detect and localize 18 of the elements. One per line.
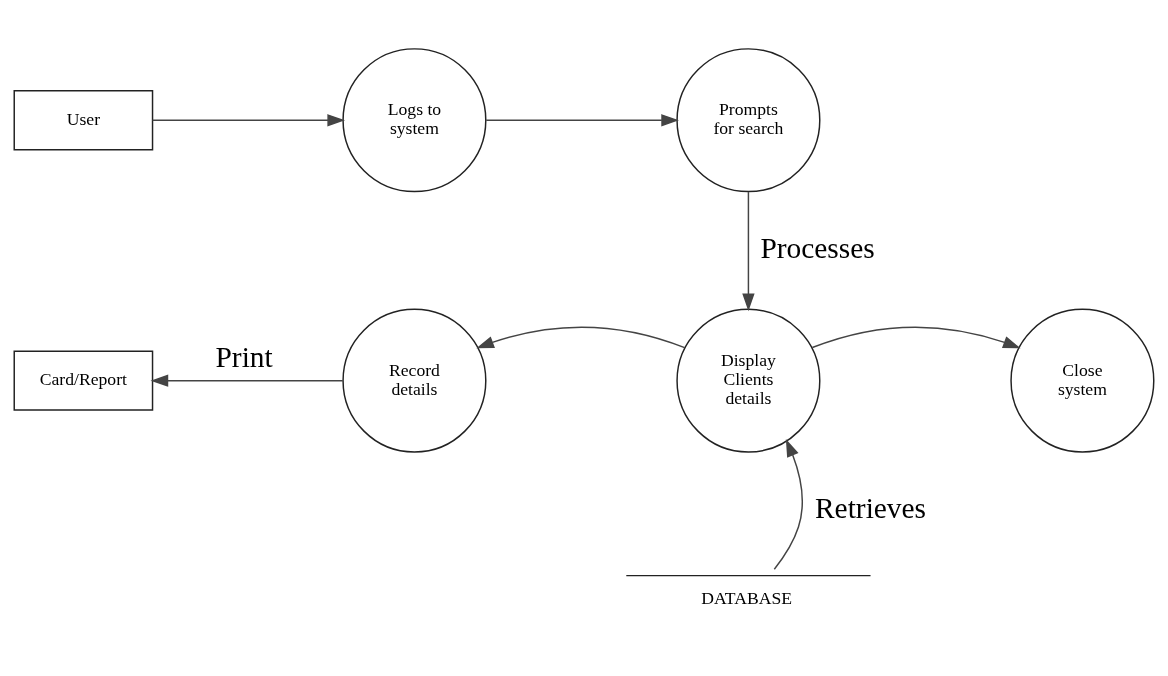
- node-circle: Logs to system: [342, 48, 487, 193]
- arrow: [151, 114, 346, 127]
- node-circle: Display Clients details: [676, 308, 821, 453]
- node-text: DATABASE: [701, 587, 793, 608]
- edge-label: Print: [215, 341, 273, 374]
- node-circle: Close system: [1010, 308, 1155, 453]
- node-circle: Record details: [342, 308, 487, 453]
- node-circle: Prompts for search: [676, 48, 821, 193]
- arrow: [150, 374, 344, 387]
- arrow: [485, 114, 679, 127]
- edge-label: Retrieves: [815, 492, 927, 525]
- arrow: [476, 326, 686, 349]
- edge-label: Processes: [760, 231, 875, 264]
- node-box: User: [13, 90, 154, 151]
- node-box: Card/Report: [13, 350, 154, 411]
- arrow: [773, 439, 803, 570]
- arrow: [742, 191, 755, 312]
- arrow: [811, 326, 1021, 349]
